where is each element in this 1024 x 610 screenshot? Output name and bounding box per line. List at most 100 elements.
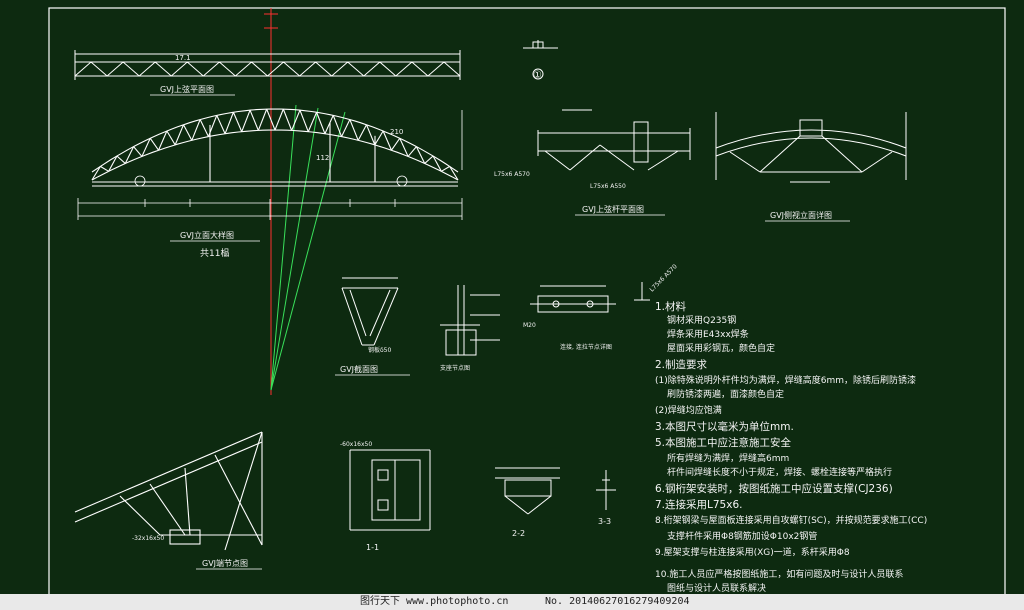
node-1-detail: [523, 40, 558, 80]
section11-dim: -60x16x50: [340, 441, 372, 448]
note-line: (1)除特殊说明外杆件均为满焊，焊缝高度6mm，除锈后刷防锈漆: [655, 376, 917, 386]
plan-detail-note1: L75x6 A570: [494, 171, 530, 178]
arch-web-member: [91, 166, 101, 181]
note-line: 杆件间焊缝长度不小于规定，焊接、螺栓连接等严格执行: [667, 468, 893, 478]
section33-caption: 3-3: [598, 517, 611, 526]
arch-web-member: [274, 108, 284, 131]
side-detail-truss: [715, 112, 907, 183]
corner-truss-detail: [74, 431, 263, 551]
arch-web-member: [124, 146, 135, 164]
arch-web-member: [449, 166, 459, 181]
arch-web-member: [357, 124, 367, 141]
arch-web-member: [415, 146, 426, 164]
arch-web-member: [282, 108, 293, 131]
note-line: 6.钢桁架安装时，按图纸施工中应设置支撑(CJ236): [655, 483, 893, 495]
note-line: 钢材采用Q235钢: [667, 316, 737, 326]
arch-node-marker: [134, 175, 146, 187]
arch-web-member: [100, 165, 109, 172]
arch-subcaption: 共11榀: [200, 247, 229, 259]
plan-detail-truss: [537, 109, 691, 171]
watermark-site: 图行天下 www.photophoto.cn: [360, 596, 509, 607]
arch-dim-mid: 112: [316, 154, 329, 162]
note-line: 7.连接采用L75x6.: [655, 499, 743, 511]
note-line: 图纸与设计人员联系解决: [667, 584, 767, 594]
plan-detail-caption: GVJ上弦杆平面图: [582, 204, 644, 214]
arch-web-member: [191, 119, 201, 141]
arch-web-member: [257, 108, 268, 131]
arch-web-member: [174, 124, 185, 146]
arch-web-member: [291, 109, 301, 131]
section-3-3-detail: [596, 470, 616, 510]
plate-caption: 连接, 连拉节点详图: [560, 343, 612, 351]
note-line: 焊条采用E43xx焊条: [667, 330, 749, 340]
side-detail-caption: GVJ侧视立面详图: [770, 210, 832, 220]
section-2-2-detail: [495, 467, 560, 515]
general-notes: 1.材料 钢材采用Q235钢 焊条采用E43xx焊条 屋面采用彩钢瓦，颜色自定 …: [655, 302, 1000, 602]
arch-web-member: [374, 130, 384, 146]
arch-web-member: [316, 112, 326, 134]
arch-web-member: [149, 137, 159, 151]
section-note: 钢板δ50: [368, 346, 391, 354]
arch-web-member: [224, 112, 234, 134]
arch-web-member: [399, 138, 409, 157]
note-line: 3.本图尺寸以毫米为单位mm.: [655, 421, 794, 433]
note-line: 刷防锈漆两遍，面漆颜色自定: [667, 390, 785, 400]
note-line: 9.屋架支撑与柱连接采用(XG)一道，系杆采用Φ8: [655, 548, 850, 558]
note-line: 支撑杆件采用Φ8钢筋加设Φ10x2钢管: [667, 532, 818, 542]
section-caption: GVJ截面图: [340, 364, 378, 374]
node-1-number: ①: [533, 70, 542, 81]
plate-detail: [530, 285, 616, 313]
arch-web-member: [332, 115, 343, 137]
angle-note-leader: [634, 282, 650, 301]
arch-web-member: [391, 137, 401, 151]
arch-bottom-chord: [91, 129, 459, 181]
corner-caption: GVJ端节点图: [202, 558, 248, 568]
arch-web-member: [349, 119, 359, 141]
arch-web-member: [241, 109, 251, 132]
arch-top-chord: [91, 108, 459, 173]
watermark-bar: 图行天下 www.photophoto.cn No. 2014062701627…: [0, 594, 1024, 610]
arch-web-member: [432, 155, 442, 172]
arch-web-member: [116, 155, 126, 164]
support-caption: 支座节点图: [440, 364, 470, 372]
corner-note: -32x16x50: [132, 535, 164, 542]
arch-truss: [91, 108, 459, 187]
arch-dim-right: 210: [390, 128, 403, 136]
top-plan-truss: [74, 50, 461, 80]
section-1-1-detail: [349, 449, 431, 531]
arch-web-member: [299, 109, 309, 132]
arch-web-member: [307, 112, 318, 132]
arch-web-member: [232, 112, 243, 132]
angle-note: L75x6 A570: [648, 263, 678, 293]
plan-detail-note2: L75x6 A550: [590, 183, 626, 190]
arch-web-member: [407, 146, 417, 157]
arch-web-member: [216, 115, 226, 134]
note-line: 2.制造要求: [655, 359, 708, 371]
support-node-detail: [440, 285, 500, 356]
arch-caption: GVJ立面大样图: [180, 230, 234, 240]
plate-dim: M20: [523, 322, 536, 329]
arch-web-member: [166, 130, 176, 146]
arch-web-member: [341, 119, 351, 137]
arch-web-member: [324, 115, 334, 134]
arch-web-member: [424, 155, 434, 164]
note-line: 屋面采用彩钢瓦，颜色自定: [667, 344, 776, 354]
note-line: 10.施工人员应严格按图纸施工，如有问题及时与设计人员联系: [655, 570, 904, 580]
arch-node-marker: [396, 175, 408, 187]
arch-radius-lines: [270, 104, 346, 391]
arch-web-member: [249, 109, 259, 131]
arch-web-member: [266, 108, 276, 131]
section11-caption: 1-1: [366, 543, 379, 552]
note-line: 5.本图施工中应注意施工安全: [655, 437, 792, 449]
note-line: (2)焊缝均应饱满: [655, 406, 722, 416]
arch-web-member: [382, 130, 392, 151]
arch-web-member: [158, 130, 168, 151]
arch-web-member: [141, 138, 151, 157]
arch-web-member: [441, 165, 450, 172]
note-line: 1.材料: [655, 301, 687, 313]
top-truss-caption: GVJ上弦平面图: [160, 84, 214, 94]
note-line: 所有焊缝为满焊，焊缝高6mm: [667, 454, 790, 464]
arch-dimension-lines: [77, 110, 463, 220]
section22-caption: 2-2: [512, 529, 525, 538]
